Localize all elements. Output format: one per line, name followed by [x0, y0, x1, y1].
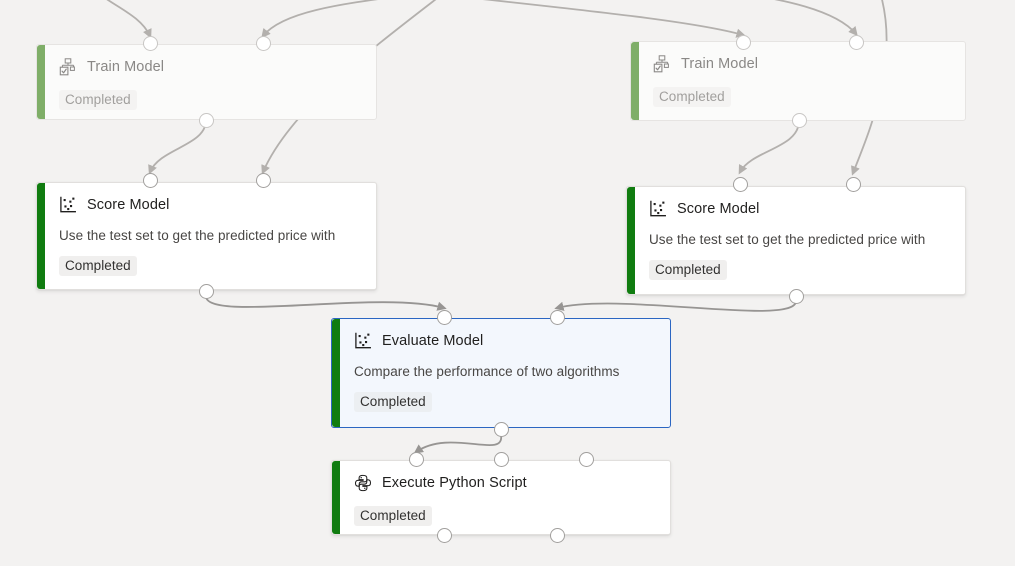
node-title-row: Evaluate Model: [354, 331, 656, 351]
node-port-p-scoreR-in-1[interactable]: [732, 176, 748, 192]
node-status-badge: Completed: [649, 260, 727, 280]
python-icon: [354, 474, 372, 492]
node-port-p-trainR-in-2[interactable]: [848, 34, 864, 50]
node-port-p-scoreR-out-1[interactable]: [788, 288, 804, 304]
node-port-p-python-out-1[interactable]: [436, 527, 452, 543]
connection-edge[interactable]: [261, 0, 430, 39]
node-port-p-trainR-in-1[interactable]: [735, 34, 751, 50]
node-port-p-trainR-out-1[interactable]: [791, 112, 807, 128]
node-port-p-python-in-3[interactable]: [578, 451, 594, 467]
node-status-badge: Completed: [354, 392, 432, 412]
node-port-p-scoreL-in-1[interactable]: [142, 172, 158, 188]
node-port-p-eval-out-1[interactable]: [493, 421, 509, 437]
train-model-icon: [653, 55, 669, 73]
node-port-p-trainL-in-1[interactable]: [142, 35, 158, 51]
node-status-badge: Completed: [59, 256, 137, 276]
node-title: Execute Python Script: [382, 475, 527, 491]
node-status-accent-bar: [631, 42, 639, 120]
node-status-accent-bar: [37, 45, 45, 119]
node-port-p-eval-in-2[interactable]: [549, 309, 565, 325]
node-port-p-scoreL-out-1[interactable]: [198, 283, 214, 299]
node-port-p-python-out-2[interactable]: [549, 527, 565, 543]
node-status-badge: Completed: [59, 90, 137, 110]
node-status-badge: Completed: [653, 87, 731, 107]
node-port-p-eval-in-1[interactable]: [436, 309, 452, 325]
node-description: Use the test set to get the predicted pr…: [649, 232, 926, 247]
node-port-p-scoreL-in-2[interactable]: [255, 172, 271, 188]
node-status-badge: Completed: [354, 506, 432, 526]
node-port-p-trainL-out-1[interactable]: [198, 112, 214, 128]
node-title: Score Model: [87, 197, 170, 213]
node-port-p-scoreR-in-2[interactable]: [845, 176, 861, 192]
node-port-p-python-in-1[interactable]: [408, 451, 424, 467]
node-title-row: Train Model: [653, 54, 951, 74]
connection-edge[interactable]: [205, 296, 447, 311]
node-title-row: Score Model: [59, 195, 362, 215]
connection-edge[interactable]: [700, 0, 858, 37]
node-description: Compare the performance of two algorithm…: [354, 364, 620, 379]
node-status-accent-bar: [332, 319, 340, 427]
score-model-icon: [650, 200, 666, 217]
node-title: Evaluate Model: [382, 333, 484, 349]
connection-edge[interactable]: [554, 301, 797, 312]
connection-edge[interactable]: [92, 0, 152, 39]
node-port-p-trainL-in-2[interactable]: [255, 35, 271, 51]
connection-edge[interactable]: [413, 434, 502, 454]
connection-edge[interactable]: [738, 120, 800, 175]
node-title: Score Model: [677, 201, 760, 217]
connection-edge[interactable]: [148, 119, 207, 175]
connection-edge[interactable]: [437, 0, 746, 38]
node-status-accent-bar: [37, 183, 45, 289]
train-model-icon: [59, 58, 75, 76]
node-title: Train Model: [681, 56, 759, 72]
node-title: Train Model: [87, 59, 165, 75]
node-status-accent-bar: [332, 461, 340, 534]
node-description: Use the test set to get the predicted pr…: [59, 228, 336, 243]
node-title-row: Score Model: [649, 199, 951, 219]
score-model-icon: [355, 332, 371, 349]
node-title-row: Execute Python Script: [354, 473, 656, 493]
score-model-icon: [60, 196, 76, 213]
node-title-row: Train Model: [59, 57, 362, 77]
node-port-p-python-in-2[interactable]: [493, 451, 509, 467]
node-status-accent-bar: [627, 187, 635, 294]
